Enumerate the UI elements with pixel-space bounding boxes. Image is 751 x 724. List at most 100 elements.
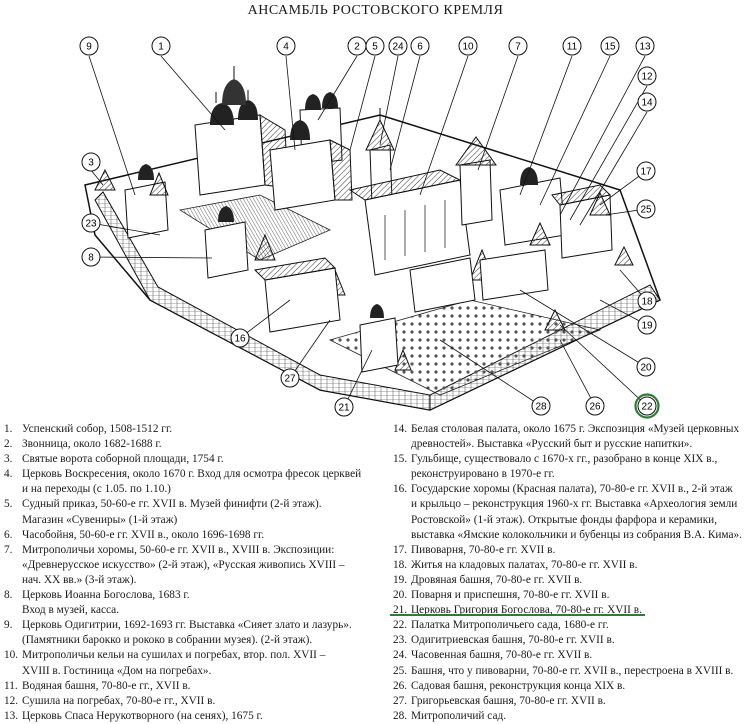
callout-1: 1 [151, 36, 171, 56]
legend-entry-line: 18.Житья на кладовых палатах, 70-80-е гг… [393, 558, 749, 573]
legend-number: 1. [4, 423, 13, 435]
legend-number: 25. [393, 664, 408, 677]
legend-entry-line: 12.Сушила на погребах, 70-80-е гг., XVII… [4, 694, 384, 709]
callout-11: 11 [562, 36, 582, 56]
callout-4: 4 [276, 36, 296, 56]
legend-entry-line: (Памятники барокко и рококо в собрании м… [4, 633, 384, 648]
callout-label: 19 [641, 321, 653, 332]
resurrection-church [269, 120, 353, 211]
callout-label: 22 [641, 402, 653, 413]
legend-entry-line: 9. Церковь Одигитрии, 1692-1693 гг. Выста… [4, 618, 384, 633]
callout-9: 9 [79, 36, 99, 56]
legend-text: Церковь Одигитрии, 1692-1693 гг. Выставк… [22, 619, 352, 632]
callout-label: 26 [589, 402, 601, 413]
legend-entry-line: и крыльцо – реконструкция 1960-х гг. Выс… [393, 497, 749, 512]
legend-text: Митрополичьи кельи на сушилах и погребах… [22, 649, 326, 662]
legend-text: Государские хоромы (Красная палата), 70-… [411, 483, 733, 496]
legend-number: 27. [393, 694, 408, 707]
legend-entry-line: 15.Гульбище, существовало с 1670-х гг., … [393, 452, 749, 467]
legend-number: 6. [4, 528, 13, 541]
legend-entry-line: 10.Митрополичьи кельи на сушилах и погре… [4, 648, 384, 663]
legend-entry-line: Вход в музей, касса. [4, 603, 384, 618]
callout-label: 24 [392, 42, 404, 53]
legend-text: Гульбище, существовало с 1670-х гг., раз… [411, 453, 718, 466]
callout-12: 12 [637, 66, 657, 86]
legend-entry-line: Магазин «Сувениры» (1-й этаж) [4, 513, 384, 528]
legend-text: Часовенная башня, 70-80-е гг. XVII в. [411, 649, 593, 662]
callout-label: 6 [417, 42, 423, 53]
callout-21: 21 [334, 397, 354, 417]
legend-number: 16. [393, 483, 408, 496]
callout-23: 23 [81, 213, 101, 233]
metropolitan-cells [348, 169, 471, 276]
legend-entry-line: XVIII в. Гостиница «Дом на погребах». [4, 664, 384, 679]
callout-label: 12 [641, 72, 653, 83]
callout-label: 20 [640, 363, 652, 374]
legend-text: (Памятники барокко и рококо в собрании м… [22, 634, 313, 647]
legend-number: 9. [4, 619, 13, 632]
legend-text: Башня, что у пивоварни, 70-80-е гг. XVII… [411, 664, 734, 677]
legend-text: Церковь Воскресения, около 1670 г. Вход … [22, 468, 362, 481]
legend-entry-line: Ростовской» (1-й этаж). Открытые фонды ф… [393, 513, 749, 528]
legend-text: Водяная башня, 70-80-е гг., XVII в. [22, 679, 191, 692]
callout-17: 17 [636, 161, 656, 181]
callout-18: 18 [637, 291, 657, 311]
legend-left: 1.Успенский собор, 1508-1512 гг.2.Звонни… [4, 422, 384, 724]
legend-number: 11. [4, 679, 18, 692]
legend-text: Сушила на погребах, 70-80-е гг., XVII в. [22, 694, 216, 707]
legend-entry-line: 28.Митрополичий сад. [393, 709, 749, 724]
legend-text: Церковь Григория Богослова, 70-80-е гг. … [411, 604, 642, 617]
legend-text: «Древнерусское искусство» (2-й этаж), «Р… [22, 558, 345, 571]
legend-text: Церковь Иоанна Богослова, 1683 г. [22, 589, 190, 602]
legend-entry-line: 11. Водяная башня, 70-80-е гг., XVII в. [4, 679, 384, 694]
legend-text: реконструировано в 1970-е гг. [411, 468, 555, 481]
legend-number: 28. [393, 709, 408, 722]
legend-entry-line: 14.Белая столовая палата, около 1675 г. … [393, 422, 749, 437]
callout-label: 28 [535, 402, 547, 413]
legend-number: 21. [393, 604, 408, 617]
callout-label: 14 [641, 98, 653, 109]
diagram-title: АНСАМБЛЬ РОСТОВСКОГО КРЕМЛЯ [247, 3, 504, 18]
legend-entry-line: 16.Государские хоромы (Красная палата), … [393, 482, 749, 497]
callout-7: 7 [508, 36, 528, 56]
callout-27: 27 [280, 368, 300, 388]
callout-label: 17 [640, 167, 652, 178]
legend-text: древностей». Выставка «Русский быт и рус… [411, 438, 693, 451]
callout-label: 18 [641, 297, 653, 308]
legend-number: 3. [4, 453, 13, 466]
legend-text: XVIII в. Гостиница «Дом на погребах». [22, 664, 212, 677]
callout-19: 19 [637, 315, 657, 335]
legend-entry-line: 5.Судный приказ, 50-60-е гг. XVII в. Муз… [4, 497, 384, 512]
legend-text: и на переходы (с 1.05. по 1.10.) [22, 483, 171, 496]
callout-leader-lines [88, 55, 648, 408]
legend-text: Пивоварня, 70-80-е гг. XVII в. [411, 543, 556, 556]
legend-text: Садовая башня, реконструкция конца XIX в… [411, 679, 626, 692]
legend-number: 19. [393, 573, 408, 586]
callout-label: 15 [604, 42, 616, 53]
legend-text: Дровяная башня, 70-80-е гг. XVII в. [411, 573, 583, 586]
callout-5: 5 [365, 36, 385, 56]
callout-label: 21 [338, 403, 350, 414]
callout-24: 24 [388, 36, 408, 56]
legend-entry-line: 17.Пивоварня, 70-80-е гг. XVII в. [393, 543, 749, 558]
legend-entry-line: 21.Церковь Григория Богослова, 70-80-е г… [393, 603, 749, 618]
st-john-church [204, 206, 249, 279]
legend-entry-line: нач. XX вв.» (3-й этаж). [4, 573, 384, 588]
metropolitan-garden [328, 299, 602, 396]
legend-entry-line: 8.Церковь Иоанна Богослова, 1683 г. [4, 588, 384, 603]
red-chamber [253, 257, 341, 333]
legend-number: 13. [4, 709, 19, 722]
callout-26: 26 [585, 396, 605, 416]
callout-label: 25 [640, 205, 652, 216]
legend-entry-line: 22.Палатка Митрополичьего сада, 1680-е г… [393, 618, 749, 633]
legend-text: Церковь Спаса Нерукотворного (на сенях),… [22, 709, 263, 722]
callout-label: 8 [88, 253, 94, 264]
callout-25: 25 [636, 199, 656, 219]
legend-entry-line: древностей». Выставка «Русский быт и рус… [393, 437, 749, 452]
legend-text: Белая столовая палата, около 1675 г. Экс… [411, 423, 740, 435]
callout-label: 11 [567, 42, 578, 53]
callout-label: 1 [158, 42, 164, 53]
callout-13: 13 [635, 36, 655, 56]
legend-text: Палатка Митрополичьего сада, 1680-е гг. [411, 619, 609, 632]
